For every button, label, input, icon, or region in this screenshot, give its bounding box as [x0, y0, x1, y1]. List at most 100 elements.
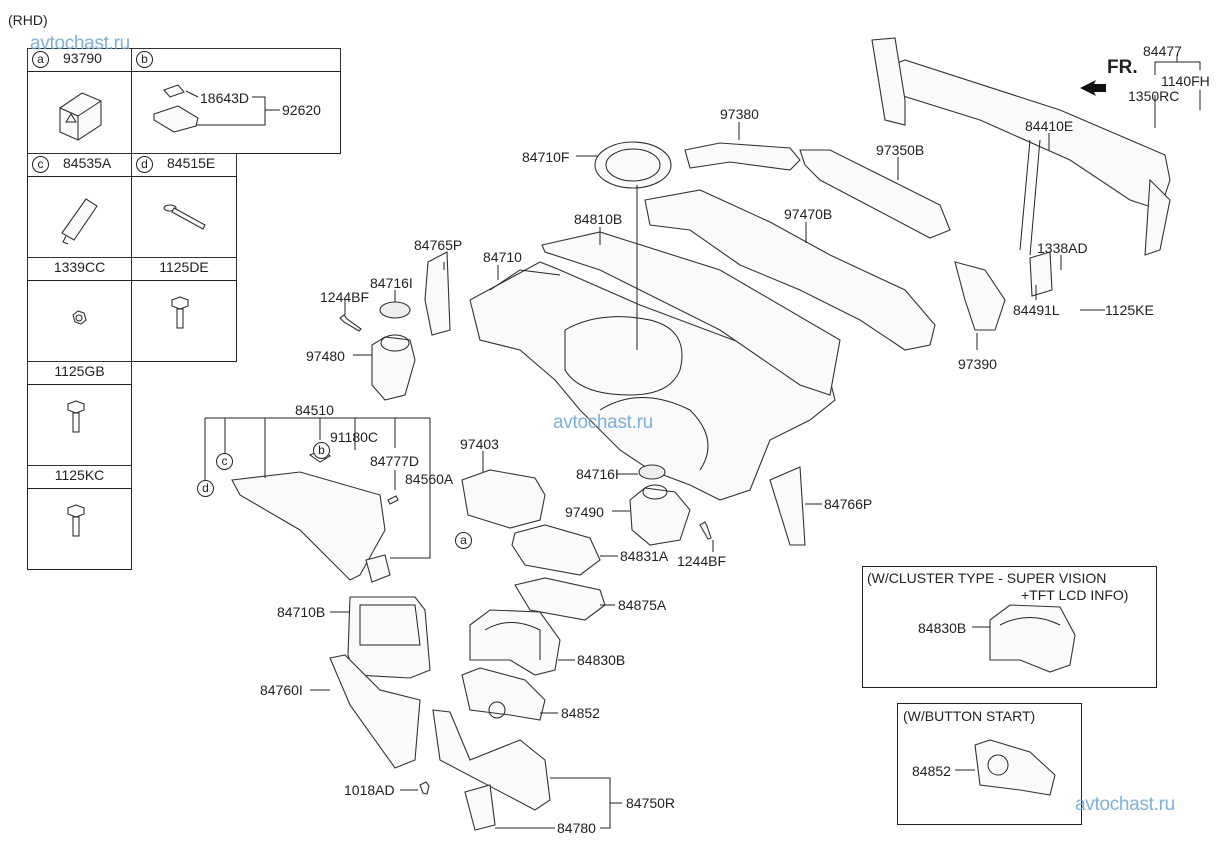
legend-part-1125KC: 1125KC [54, 467, 105, 483]
option-box-cluster: (W/CLUSTER TYPE - SUPER VISION +TFT LCD … [862, 566, 1157, 688]
duct-97390 [954, 261, 1006, 331]
callout-97403: 97403 [460, 436, 499, 452]
option-cluster-title-line1: (W/CLUSTER TYPE - SUPER VISION [867, 570, 1107, 586]
callout-84780: 84780 [557, 820, 596, 836]
crash-pad-84710 [469, 261, 836, 501]
side-panel-84765P [424, 251, 451, 336]
watermark: avtochast.ru [30, 33, 130, 54]
callout-84875A: 84875A [618, 597, 667, 613]
callout-1125KE: 1125KE [1105, 302, 1154, 318]
callout-84810B: 84810B [574, 211, 623, 227]
callout-97390: 97390 [958, 356, 997, 372]
legend-part-18643D: 18643D [200, 90, 250, 106]
center-vent-97403 [461, 469, 546, 529]
legend-part-84535A: 84535A [63, 155, 112, 171]
tag-b: b [136, 50, 153, 68]
variant-label: (RHD) [8, 12, 48, 28]
callout-97470B: 97470B [784, 206, 833, 222]
callout-84760I: 84760I [260, 682, 303, 698]
glovebox-lamp-icon [153, 84, 280, 133]
cowl-crossbar-84410E [871, 37, 1171, 297]
option-box-button-start: (W/BUTTON START) 84852 [897, 703, 1082, 825]
upper-cover-84810B [541, 231, 841, 396]
callout-84491L: 84491L [1013, 302, 1060, 318]
option-cluster-title-line2: +TFT LCD INFO) [1021, 587, 1129, 603]
callout-97490: 97490 [565, 504, 604, 520]
callout-84716I-lower: 84716I [576, 466, 619, 482]
damper-icon [61, 198, 98, 245]
legend-cell-1125GB-header: 1125GB [27, 361, 132, 385]
legend-cell-1339CC-header: 1339CC [27, 257, 132, 281]
callout-84710F: 84710F [522, 149, 570, 165]
circle-tag-a: a [455, 532, 472, 549]
cover-84780 [464, 784, 496, 831]
speaker-grille-84716I-a [379, 301, 411, 319]
callout-84716I-upper: 84716I [370, 275, 413, 291]
vent-97480 [371, 334, 416, 401]
front-direction-label: FR. [1107, 57, 1138, 78]
callout-1018AD: 1018AD [344, 782, 395, 798]
callout-84710B: 84710B [277, 604, 326, 620]
vent-97490 [629, 484, 691, 546]
legend-cell-1125DE-header: 1125DE [131, 257, 237, 281]
legend-cell-1125DE-image [131, 280, 237, 362]
side-cover-84760I [329, 654, 421, 769]
callout-84560A: 84560A [405, 471, 454, 487]
lower-panel-84852 [461, 667, 546, 721]
legend-part-1339CC: 1339CC [53, 259, 106, 275]
bolt-icon [171, 296, 189, 329]
callout-1350RC: 1350RC [1128, 88, 1180, 104]
watermark: avtochast.ru [553, 412, 653, 433]
front-arrow-icon [1080, 80, 1106, 96]
legend-part-93790: 93790 [63, 50, 102, 66]
callout-84510: 84510 [295, 402, 334, 418]
side-panel-84766P [769, 466, 806, 546]
legend-cell-1125KC-header: 1125KC [27, 465, 132, 489]
callout-1140FH: 1140FH [1161, 73, 1210, 89]
watermark: avtochast.ru [1075, 794, 1175, 815]
screw-1244BF-b [699, 521, 712, 540]
circle-tag-b: b [313, 442, 330, 459]
cluster-facia-84830B [469, 609, 561, 676]
callout-97350B: 97350B [876, 142, 925, 158]
screw-1018AD [419, 781, 430, 795]
circle-tag-c: c [216, 453, 233, 470]
screw-1244BF-a [339, 314, 362, 332]
option-button-start-title: (W/BUTTON START) [903, 708, 1036, 724]
callout-84831A: 84831A [620, 548, 669, 564]
cluster-facia-option-84830B [989, 604, 1076, 673]
callout-84765P: 84765P [414, 237, 463, 253]
legend-cell-c-header: c 84535A [27, 153, 132, 177]
callout-84410E: 84410E [1025, 118, 1074, 134]
leader-lines [204, 55, 1201, 829]
defrost-nozzle-97350B [799, 149, 951, 239]
callout-84477: 84477 [1143, 43, 1182, 59]
callout-1244BF-lower: 1244BF [677, 553, 727, 569]
callout-84830B: 84830B [577, 652, 626, 668]
legend-part-84515E: 84515E [167, 155, 216, 171]
bolt-icon [67, 400, 85, 433]
speaker-ring-84710F [594, 141, 672, 189]
callout-1338AD: 1338AD [1037, 240, 1088, 256]
legend-cell-1125KC-image [27, 488, 132, 570]
duct-97470B [644, 189, 936, 351]
option-button-start-part: 84852 [912, 763, 951, 779]
hazard-switch-icon [59, 92, 102, 141]
callout-1244BF-upper: 1244BF [320, 289, 370, 305]
pin-icon [163, 204, 206, 230]
callout-84750R: 84750R [626, 795, 676, 811]
center-facia-84710B [347, 596, 431, 679]
tag-a: a [32, 50, 49, 68]
callout-84710: 84710 [483, 249, 522, 265]
circle-tag-d: d [197, 480, 214, 497]
lower-panel-option-84852 [974, 739, 1056, 796]
duct-97380 [684, 142, 801, 171]
tag-c: c [32, 155, 49, 173]
lower-panel-84750R [432, 709, 551, 811]
legend-part-1125DE: 1125DE [159, 259, 209, 275]
callout-84852: 84852 [561, 705, 600, 721]
glove-box-84510 [231, 449, 399, 583]
callout-97380: 97380 [720, 106, 759, 122]
